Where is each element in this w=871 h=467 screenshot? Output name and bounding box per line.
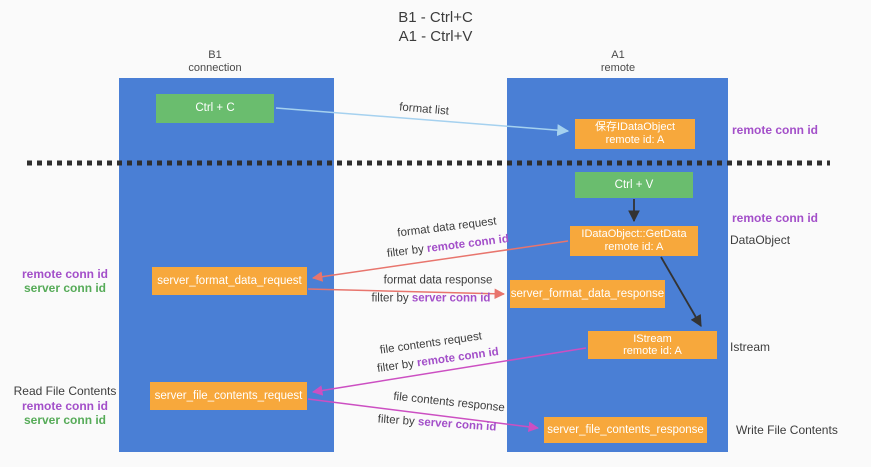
filter-by-text: filter by (371, 292, 412, 305)
server-format-data-request-box: server_format_data_request (152, 267, 307, 295)
format-data-response-filter-label: filter by server conn id (372, 293, 491, 306)
save-dataobject-box: 保存IDataObject remote id: A (575, 119, 695, 149)
server-file-contents-response-label: server_file_contents_response (547, 423, 704, 436)
file-contents-request-arrow (311, 347, 587, 396)
server-format-data-response-label: server_format_data_response (510, 287, 665, 300)
server-file-contents-response-box: server_file_contents_response (544, 417, 707, 443)
server-format-data-response-box: server_format_data_response (510, 280, 665, 308)
lifeline-a1-role: remote (600, 62, 636, 74)
left-conn-id-stack-bottom: remote conn id server conn id (10, 399, 120, 427)
ctrl-c-box: Ctrl + C (156, 94, 274, 123)
format-list-arrow (275, 107, 570, 137)
format-data-request-arrow (311, 240, 569, 282)
getdata-line1: IDataObject::GetData (581, 228, 687, 240)
getdata-to-istream-arrow (660, 256, 702, 328)
left-conn-id-stack-mid: remote conn id server conn id (10, 267, 120, 295)
ctrl-v-box: Ctrl + V (575, 172, 693, 198)
lifeline-b1-name: B1 (208, 49, 222, 61)
save-dataobject-line1: 保存IDataObject (594, 121, 676, 133)
istream-box: IStream remote id: A (588, 331, 717, 359)
remote-conn-id-label-mid-right: remote conn id (732, 211, 819, 225)
ctrl-c-label: Ctrl + C (195, 102, 235, 114)
server-format-data-request-label: server_format_data_request (157, 274, 302, 287)
format-data-response-label: format data response (383, 274, 493, 287)
lifeline-b1-role: connection (188, 62, 242, 74)
dataobject-label: DataObject (730, 233, 791, 247)
lifeline-header-a1: A1 remote (558, 49, 678, 75)
getdata-box: IDataObject::GetData remote id: A (570, 226, 698, 256)
lifeline-header-b1: B1 connection (155, 49, 275, 75)
file-contents-response-arrow (307, 398, 540, 433)
title-line-1: B1 - Ctrl+C (398, 9, 473, 26)
server-file-contents-request-box: server_file_contents_request (150, 382, 307, 410)
remote-conn-id-label-top-right: remote conn id (732, 123, 819, 137)
save-dataobject-line2: remote id: A (605, 134, 665, 146)
title-line-2: A1 - Ctrl+V (398, 28, 473, 45)
write-file-contents-label: Write File Contents (736, 423, 838, 437)
format-data-response-arrow (307, 288, 506, 300)
remote-conn-id-label-mid-left: remote conn id (21, 267, 108, 281)
server-conn-id-label-mid-left: server conn id (23, 281, 107, 295)
filter-by-text: filter by (377, 413, 419, 429)
remote-conn-id-label-bot-left: remote conn id (21, 399, 108, 413)
diagram-title: B1 - Ctrl+C A1 - Ctrl+V (0, 8, 871, 46)
istream-line2: remote id: A (623, 345, 682, 357)
server-conn-id-label-bot-left: server conn id (23, 413, 107, 427)
istream-line1: IStream (633, 332, 672, 345)
server-conn-id-key: server conn id (411, 292, 491, 305)
ctrl-v-label: Ctrl + V (614, 178, 654, 191)
getdata-line2: remote id: A (604, 241, 664, 253)
lifeline-a1-name: A1 (611, 49, 625, 61)
server-file-contents-request-label: server_file_contents_request (154, 389, 303, 402)
istream-side-label: Istream (730, 340, 771, 354)
read-file-contents-label: Read File Contents (13, 384, 117, 398)
